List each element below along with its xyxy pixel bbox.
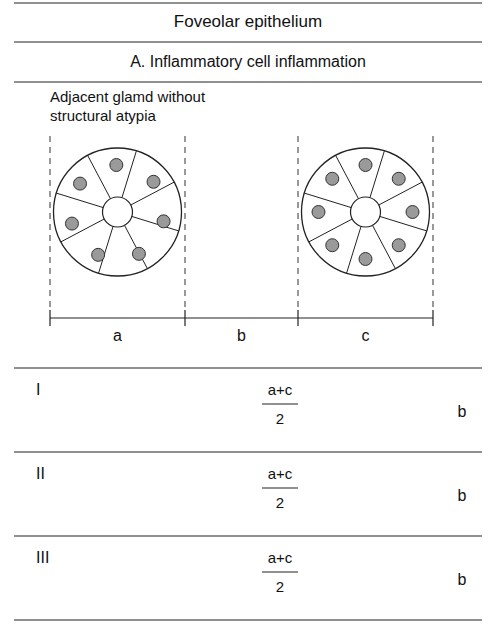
table-header: Foveolar epithelium [174,12,322,32]
dimension-tick [184,310,185,326]
table-rule [14,2,482,3]
cell-nucleus [110,159,123,172]
cell-border [88,155,111,198]
grade-label: I [36,380,40,399]
cell-nucleus [312,206,325,219]
fraction-numerator: a+c [268,465,293,483]
cell-border [336,155,359,198]
cell-nucleus [359,253,372,266]
fraction-denominator: 2 [276,410,284,428]
cell-border [304,193,351,207]
table-rule [14,451,482,452]
table-rule [14,81,482,82]
cell-border [370,151,384,198]
grade-label: III [36,548,49,567]
fraction-bar [262,571,298,572]
table-rule [14,535,482,536]
table-cell: b [458,570,467,589]
cell-border [56,193,103,207]
cell-nucleus [65,217,78,230]
cell-nucleus [359,159,372,172]
dimension-tick [49,310,50,326]
cell-border [132,216,179,230]
cell-nucleus [157,215,170,228]
cell-nucleus [74,177,87,190]
table-rule [14,367,482,368]
fraction-denominator: 2 [276,578,284,596]
dashed-guide [50,136,51,312]
cell-border [380,216,427,230]
fraction-bar [262,487,298,488]
dimension-tick [432,310,433,326]
section-heading: A. Inflammatory cell inflammation [130,52,366,71]
dimension-label: a [113,326,122,345]
cell-nucleus [147,175,160,188]
cell-border [124,225,147,268]
cell-nucleus [406,206,419,219]
cell-border [379,182,422,205]
cell-border [309,219,352,242]
dimension-line [50,317,433,318]
figure-note: Adjacent glamd without structural atypia [50,88,250,126]
cell-border [347,226,361,273]
cell-nucleus [392,172,405,185]
table-rule [14,619,482,620]
fraction-numerator: a+c [268,381,293,399]
gland-figure [54,148,182,276]
dashed-guide [433,136,434,312]
gland-outline [302,148,430,276]
gland-lumen [103,197,133,227]
dashed-guide [298,136,299,312]
gland-figure [302,148,430,276]
cell-nucleus [326,172,339,185]
gland-outline [54,148,182,276]
cell-nucleus [92,248,105,261]
table-cell: b [458,402,467,421]
fraction-numerator: a+c [268,549,293,567]
gland-lumen [351,197,381,227]
cell-nucleus [392,239,405,252]
dashed-guide [185,136,186,312]
dimension-label: b [237,326,246,345]
cell-nucleus [326,239,339,252]
dimension-tick [297,310,298,326]
dimension-label: c [362,326,370,345]
grade-label: II [36,464,45,483]
cell-border [372,225,395,268]
table-cell: b [458,486,467,505]
fraction-denominator: 2 [276,494,284,512]
table-rule [14,41,482,42]
cell-border [122,151,136,198]
cell-nucleus [132,247,145,260]
fraction-bar [262,403,298,404]
